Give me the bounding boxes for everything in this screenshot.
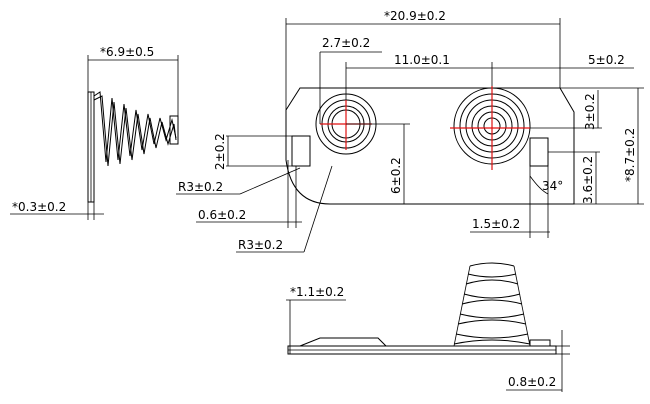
dim-corner-radius-2: R3±0.2 — [238, 238, 283, 252]
dim-center-distance: 11.0±0.1 — [394, 53, 450, 67]
dim-base-thickness: 0.8±0.2 — [508, 375, 556, 389]
bottom-view: *1.1±0.2 0.8±0.2 — [286, 262, 570, 392]
dim-right-slot: 1.5±0.2 — [472, 217, 520, 231]
side-view: *6.9±0.5 *0.3±0.2 — [10, 45, 179, 220]
dim-side-width: *6.9±0.5 — [100, 45, 154, 59]
dim-tab-height: 2±0.2 — [213, 133, 227, 170]
dim-angle: 34° — [542, 179, 563, 193]
dim-total-width: *20.9±0.2 — [384, 9, 446, 23]
dim-total-height: *8.7±0.2 — [623, 128, 637, 182]
dim-center-height: 6±0.2 — [389, 157, 403, 194]
dim-corner-radius-1: R3±0.2 — [178, 180, 223, 194]
dim-hole-offset: 2.7±0.2 — [322, 36, 370, 50]
dim-slot-gap: 0.6±0.2 — [198, 208, 246, 222]
dim-side-thickness: *0.3±0.2 — [12, 200, 66, 214]
dim-right-hole: 3±0.2 — [583, 93, 597, 130]
front-view: *20.9±0.2 2.7±0.2 11.0±0.1 5±0.2 2±0.2 R… — [176, 9, 644, 253]
dim-right-tab: 3.6±0.2 — [581, 156, 595, 204]
dim-bottom-height: *1.1±0.2 — [290, 285, 344, 299]
dim-right-edge: 5±0.2 — [588, 53, 625, 67]
